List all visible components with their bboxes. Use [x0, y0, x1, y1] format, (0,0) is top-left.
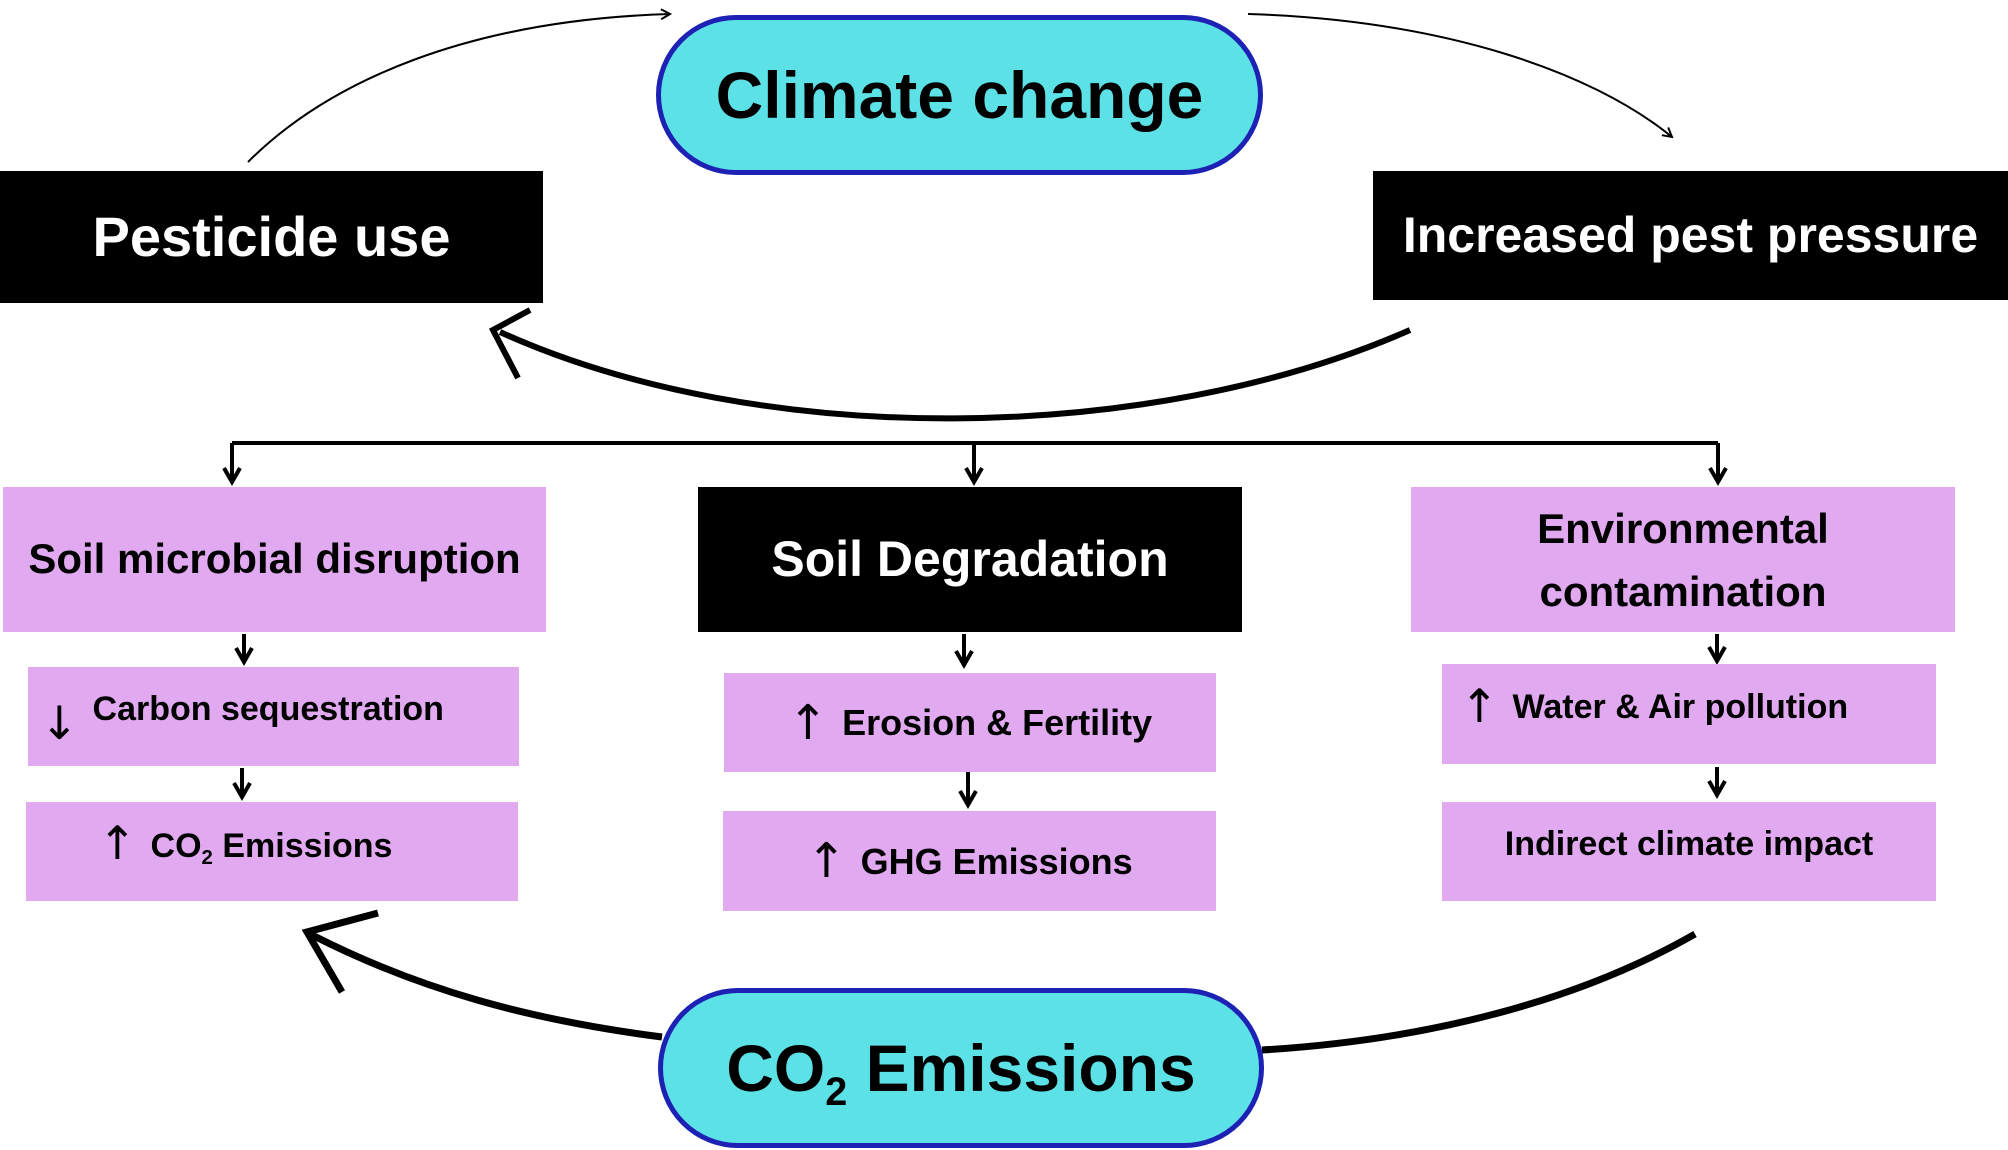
arrowhead-pesticide	[488, 307, 532, 380]
co2-left-subscript: 2	[201, 847, 213, 870]
co2-subscript: 2	[825, 1069, 848, 1114]
soil-degradation-node: Soil Degradation	[698, 487, 1242, 632]
arrow-pest-to-pesticide	[498, 327, 1412, 422]
arrow-co2-to-left	[310, 931, 663, 1041]
environmental-contamination-node: Environmental contamination	[1411, 487, 1955, 632]
erosion-fertility-node: ↑ Erosion & Fertility	[724, 673, 1216, 772]
soil-microbial-node: Soil microbial disruption	[3, 487, 546, 632]
co2-emissions-node: CO2 Emissions	[658, 988, 1264, 1148]
up-arrow-icon: ↑	[98, 815, 137, 870]
co2-prefix: CO	[726, 1030, 826, 1105]
water-air-pollution-label: Water & Air pollution	[1512, 687, 1849, 726]
environmental-label-line2: contamination	[1539, 567, 1827, 615]
soil-microbial-label: Soil microbial disruption	[28, 535, 521, 583]
pest-pressure-label: Increased pest pressure	[1402, 207, 1979, 264]
pest-pressure-node: Increased pest pressure	[1373, 171, 2008, 300]
environmental-label-line1: Environmental	[1537, 504, 1829, 552]
erosion-fertility-label: Erosion & Fertility	[842, 702, 1153, 743]
up-arrow-icon: ↑	[806, 833, 847, 889]
water-air-pollution-node: ↑ Water & Air pollution	[1442, 664, 1936, 764]
climate-change-node: Climate change	[656, 15, 1263, 175]
co2-left-prefix: CO	[150, 827, 202, 866]
carbon-sequestration-node: ↓ Carbon sequestration	[28, 667, 519, 766]
ghg-emissions-node: ↑ GHG Emissions	[723, 811, 1216, 911]
indirect-climate-impact-node: Indirect climate impact	[1442, 802, 1936, 901]
arrowhead-left-column	[301, 909, 379, 994]
co2-emissions-left-label: CO2 Emissions	[151, 825, 393, 868]
pesticide-use-label: Pesticide use	[92, 205, 451, 268]
arrow-climate-to-pest	[1247, 13, 1672, 137]
indirect-climate-impact-label: Indirect climate impact	[1504, 825, 1874, 864]
ghg-emissions-label: GHG Emissions	[860, 840, 1133, 882]
co2-emissions-label: CO2 Emissions	[726, 1027, 1196, 1112]
up-arrow-icon: ↑	[1460, 679, 1499, 734]
soil-degradation-label: Soil Degradation	[771, 531, 1169, 588]
co2-emissions-left-node: ↑ CO2 Emissions	[26, 802, 518, 901]
climate-change-label: Climate change	[715, 57, 1204, 132]
carbon-sequestration-label: Carbon sequestration	[92, 690, 444, 729]
arrow-pesticide-to-climate	[247, 14, 670, 163]
co2-left-suffix: Emissions	[212, 827, 393, 866]
arrow-impact-to-co2	[1261, 930, 1697, 1054]
co2-suffix: Emissions	[847, 1030, 1196, 1105]
pesticide-use-node: Pesticide use	[0, 171, 543, 303]
down-arrow-icon: ↓	[40, 695, 79, 750]
up-arrow-icon: ↑	[787, 694, 829, 751]
